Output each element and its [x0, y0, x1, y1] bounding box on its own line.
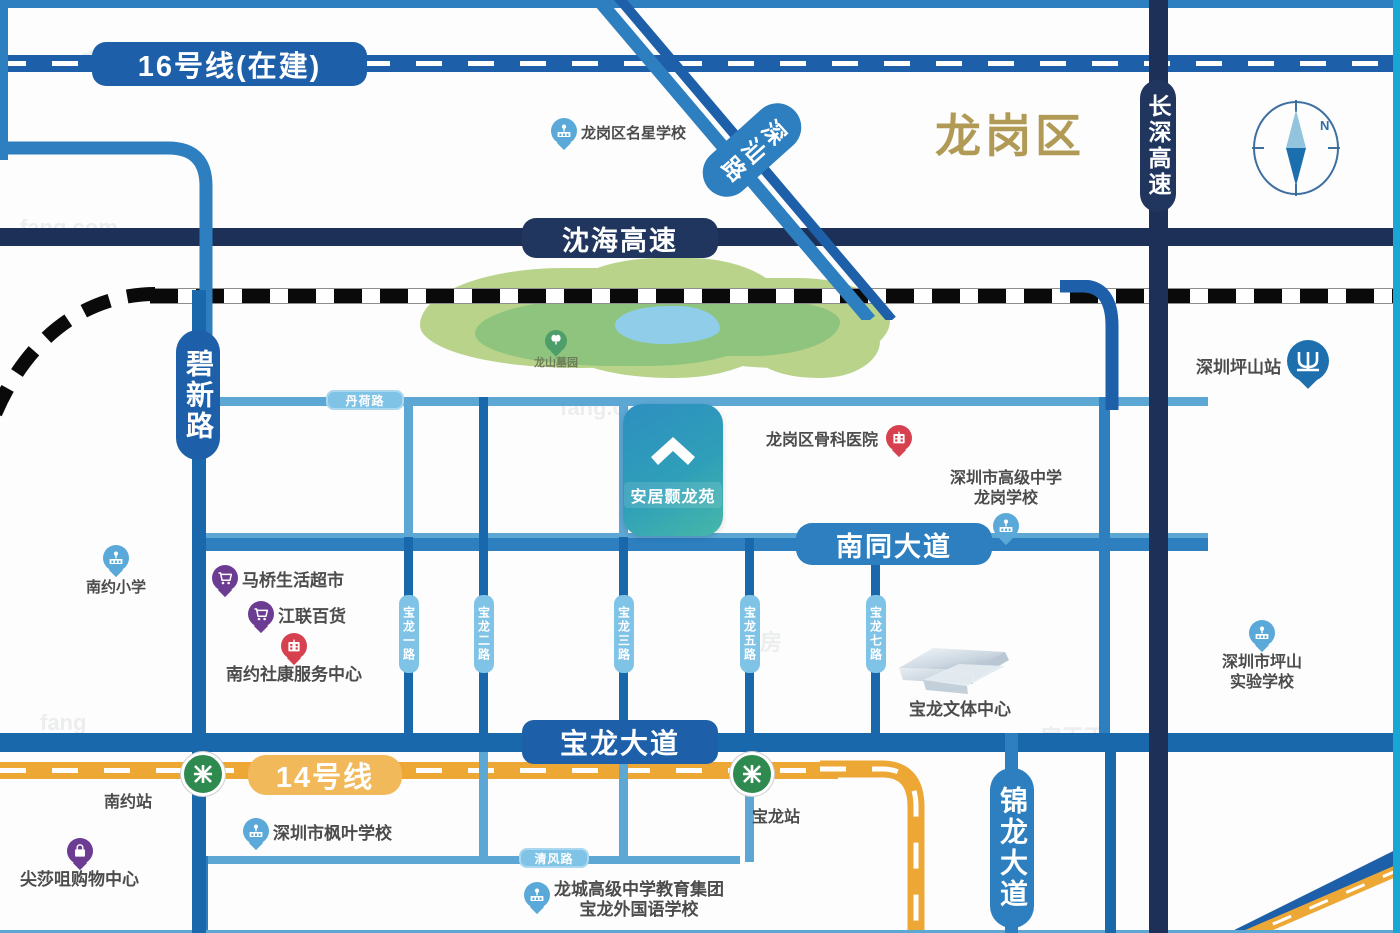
road-baolong-2[interactable] — [479, 397, 488, 733]
road-label-baolong-3[interactable]: 宝龙三路 — [614, 595, 634, 673]
cart-icon — [66, 838, 93, 871]
poi-label-line1: 深圳市坪山 — [1222, 654, 1303, 671]
road-vertical-c2 — [619, 752, 628, 862]
school-icon — [524, 882, 550, 915]
road-qingfenglu[interactable] — [200, 856, 740, 864]
poi-jianglian-department-store[interactable]: 江联百货 — [248, 601, 346, 634]
railway-station-pingshan[interactable]: 深圳坪山站 — [1196, 340, 1329, 390]
school-icon — [103, 545, 129, 578]
compass-icon: N — [1248, 96, 1344, 200]
poi-park[interactable]: 龙山墓园 — [534, 330, 578, 370]
metro-station-label-baolong: 宝龙站 — [752, 809, 801, 826]
road-label-baolong-7[interactable]: 宝龙七路 — [866, 595, 886, 673]
road-horizontal-bottom2 — [0, 930, 1400, 933]
expressway-label-shenhai[interactable]: 沈海高速 — [522, 218, 718, 258]
road-diagonal-bottom-right — [1230, 845, 1400, 933]
school-icon — [551, 118, 577, 151]
railway-curve — [0, 286, 170, 466]
poi-label-line2: 龙岗学校 — [974, 490, 1039, 508]
metro-station-baolong[interactable] — [730, 752, 774, 796]
road-vertical-farleft — [0, 0, 8, 160]
road-vertical-e — [1099, 397, 1110, 733]
road-left-loop — [0, 140, 230, 340]
poi-label-line2: 实验学校 — [1230, 674, 1295, 692]
project-name: 安居颢龙苑 — [624, 481, 722, 508]
road-vertical-b — [479, 752, 488, 862]
expressway-label-changshen[interactable]: 长深高速 — [1140, 80, 1176, 212]
road-label-baolong-2[interactable]: 宝龙二路 — [474, 595, 494, 673]
poi-shenzhen-pingshan-experimental-school[interactable]: 深圳市坪山 实验学校 — [1222, 620, 1302, 693]
road-label-bixinlu[interactable]: 碧新路 — [176, 330, 220, 460]
project-block[interactable]: 安居颢龙苑 — [623, 404, 723, 536]
poi-longgang-mingxing-school[interactable]: 龙岗区名星学校 — [551, 118, 687, 151]
road-vertical-d — [745, 752, 754, 862]
metro-station-label-nanyue: 南约站 — [104, 794, 153, 811]
poi-label: 尖莎咀购物中心 — [20, 870, 139, 889]
road-label-jinlong[interactable]: 锦龙大道 — [990, 768, 1034, 928]
road-horizontal-mid1[interactable] — [198, 533, 1208, 542]
poi-maqiao-supermarket[interactable]: 马桥生活超市 — [212, 565, 344, 598]
poi-shenzhen-maple-leaf-school[interactable]: 深圳市枫叶学校 — [243, 818, 392, 851]
park-area — [420, 258, 890, 398]
poi-label: 南约小学 — [86, 579, 147, 596]
road-label-baolong-5[interactable]: 宝龙五路 — [740, 595, 760, 673]
watermark: 房 — [760, 630, 783, 655]
poi-label-line1: 深圳市高级中学 — [950, 470, 1063, 487]
school-icon — [1249, 620, 1275, 653]
road-label-baolong-1[interactable]: 宝龙一路 — [399, 595, 419, 673]
poi-nanyue-community-health-center[interactable]: 南约社康服务中心 — [226, 633, 362, 685]
hospital-icon — [281, 633, 307, 666]
cart-icon — [248, 601, 274, 634]
poi-label-line1: 龙城高级中学教育集团 — [554, 880, 724, 899]
road-label-qingfenglu[interactable]: 清风路 — [519, 848, 589, 868]
poi-label: 马桥生活超市 — [242, 571, 344, 591]
poi-nanyue-primary-school[interactable]: 南约小学 — [86, 545, 146, 596]
school-icon — [243, 818, 269, 851]
hospital-icon — [886, 425, 913, 458]
poi-label: 龙岗区骨科医院 — [766, 431, 879, 449]
metro-station-nanyue[interactable] — [181, 752, 225, 796]
road-label-baolong-avenue[interactable]: 宝龙大道 — [522, 720, 718, 764]
poi-longgang-orthopedic-hospital[interactable]: 龙岗区骨科医院 — [766, 425, 913, 458]
metro-logo-icon — [743, 765, 761, 783]
road-horizontal-top — [0, 0, 1400, 8]
metro-line-14[interactable] — [0, 762, 838, 779]
metro-line-14-curve — [820, 755, 950, 933]
poi-label: 龙岗区名星学校 — [581, 125, 687, 143]
poi-label: 龙山墓园 — [534, 357, 578, 369]
road-right-loop — [1060, 280, 1190, 410]
road-vertical-cyan — [1393, 0, 1400, 933]
road-vertical-f — [1105, 733, 1116, 933]
poi-baolong-culture-sports-center[interactable]: 宝龙文体中心 — [885, 638, 1035, 720]
road-danhelu[interactable] — [198, 397, 1208, 406]
cart-icon — [212, 565, 238, 598]
road-vertical-a — [404, 397, 413, 537]
poi-label-line2: 宝龙外国语学校 — [579, 899, 699, 919]
expressway-changshen[interactable] — [1149, 0, 1168, 933]
poi-label: 南约社康服务中心 — [226, 665, 362, 684]
metro-logo-icon — [194, 765, 212, 783]
station-label: 深圳坪山站 — [1196, 357, 1281, 377]
metro-label-14[interactable]: 14号线 — [248, 755, 402, 795]
home-icon — [648, 433, 698, 476]
road-label-danhelu[interactable]: 丹荷路 — [326, 390, 404, 410]
railway-icon — [1287, 340, 1329, 390]
metro-label-16[interactable]: 16号线(在建) — [92, 42, 367, 86]
poi-label: 深圳市枫叶学校 — [273, 824, 392, 844]
road-label-nantong[interactable]: 南同大道 — [796, 523, 992, 565]
poi-longcheng-baolong-foreign-language-school[interactable]: 龙城高级中学教育集团 宝龙外国语学校 — [524, 880, 724, 919]
building-icon — [893, 638, 1013, 698]
tree-icon — [545, 330, 567, 357]
district-name: 龙岗区 — [935, 110, 1085, 162]
poi-jianshazui-shopping-center[interactable]: 尖莎咀购物中心 — [20, 838, 139, 890]
school-icon — [993, 512, 1019, 545]
poi-shenzhen-senior-high-longgang[interactable]: 深圳市高级中学 龙岗学校 — [950, 470, 1062, 545]
poi-label: 江联百货 — [278, 607, 346, 627]
poi-label: 宝龙文体中心 — [909, 700, 1011, 719]
compass-north-letter: N — [1320, 118, 1329, 133]
